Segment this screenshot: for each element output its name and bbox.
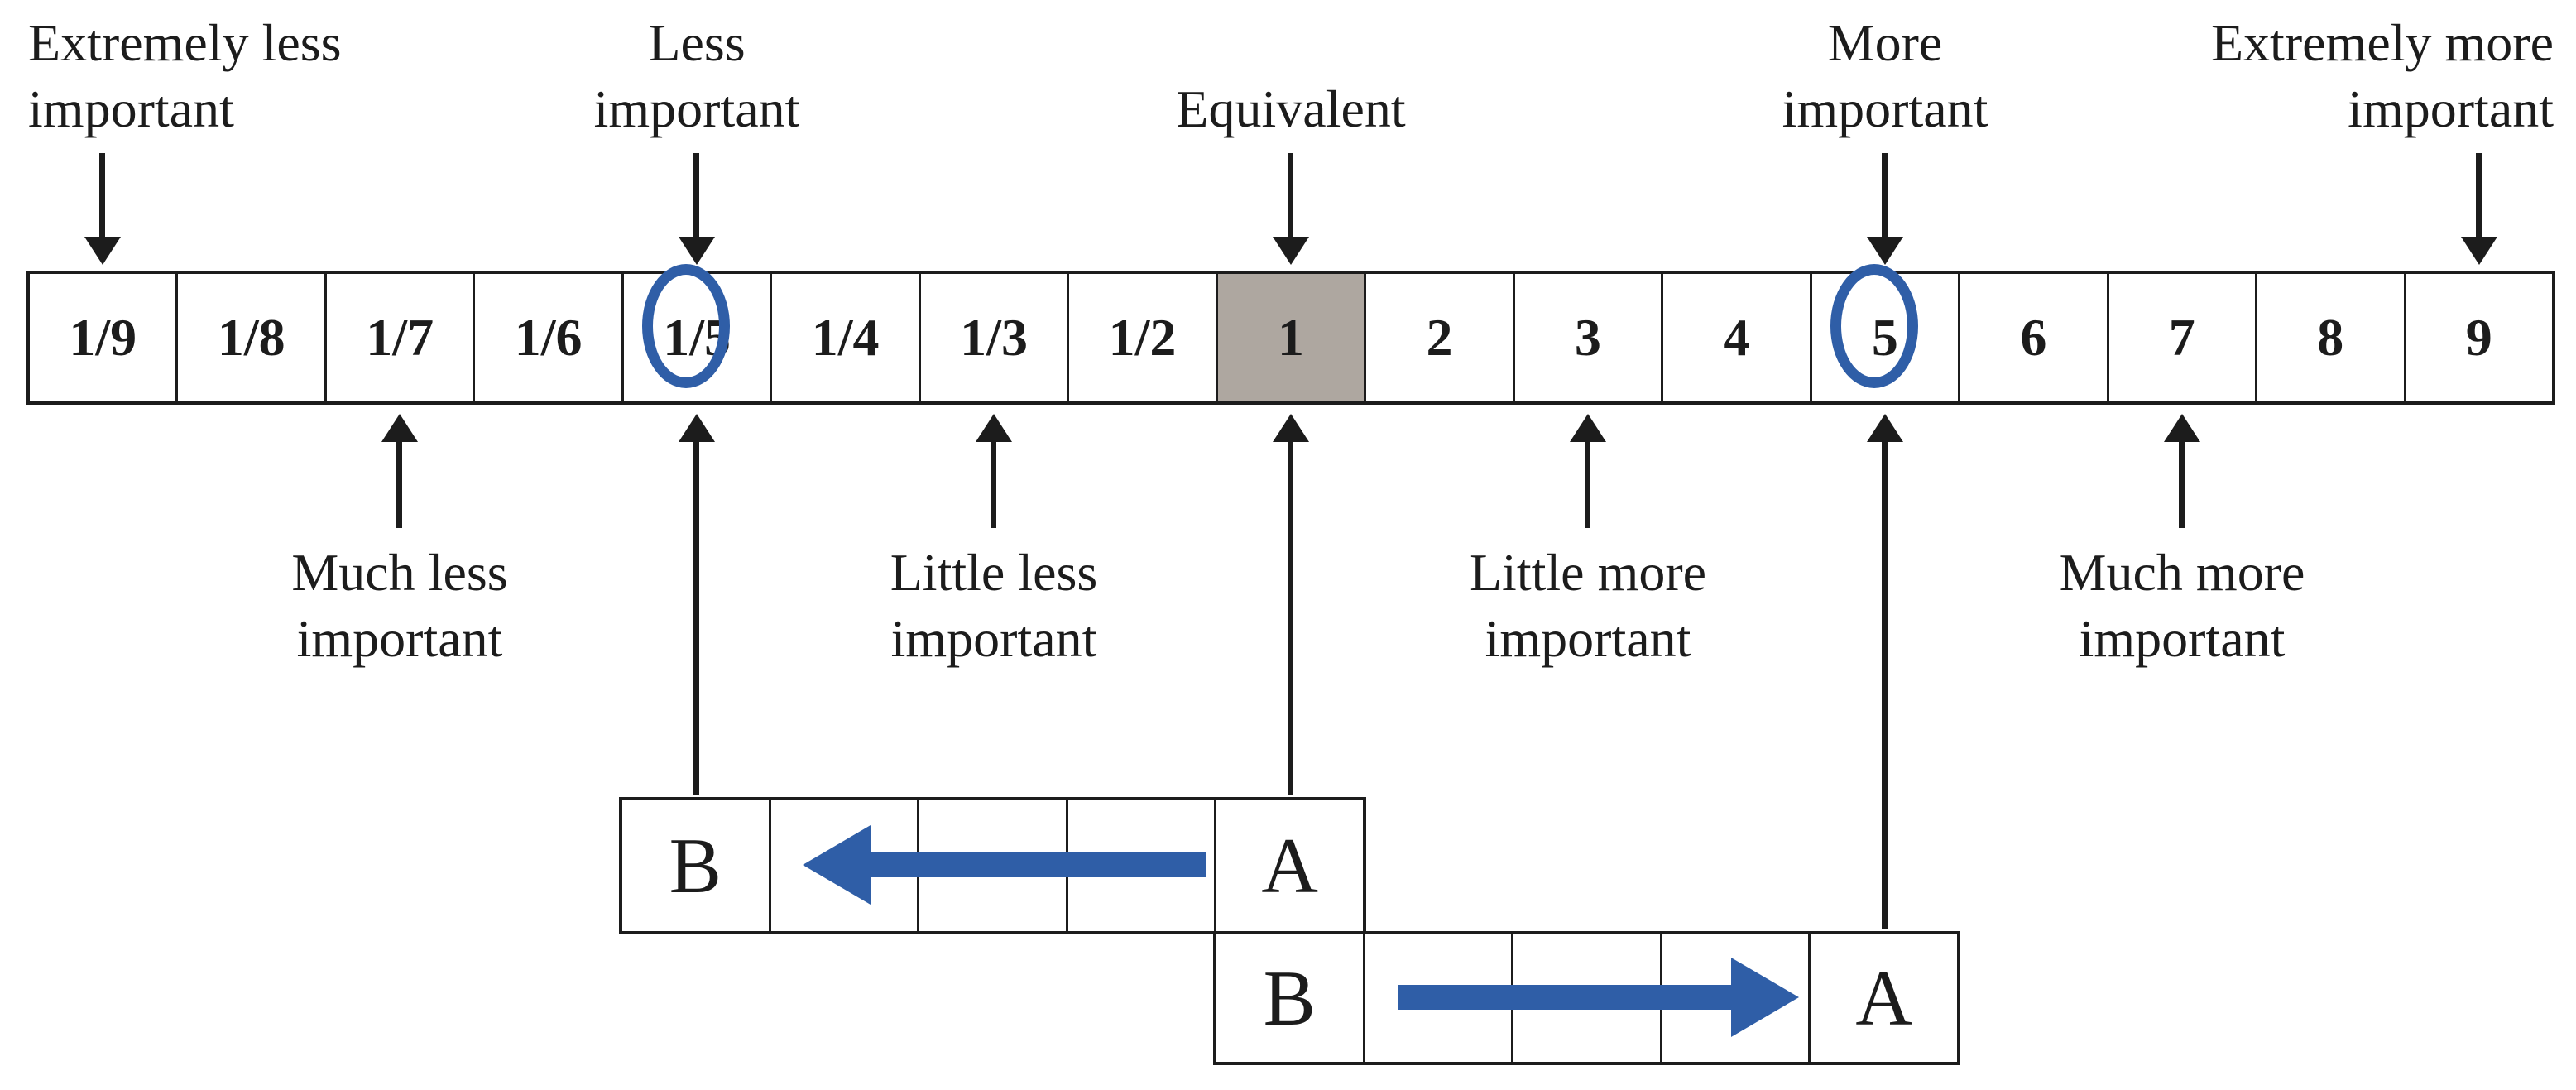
arrow-up-a-to-5-icon <box>1867 414 1903 929</box>
row1-cell-b: B <box>669 821 722 910</box>
row1-empty-cell <box>768 800 918 931</box>
label-little-more-important: Little more important <box>1406 540 1770 672</box>
scale-cell-6: 6 <box>1958 274 2106 401</box>
label-line: important <box>593 79 800 138</box>
arrow-down-to-1-9-icon <box>84 153 121 265</box>
label-line: Little less <box>890 543 1098 602</box>
label-line: Less <box>648 13 746 72</box>
comparison-row-a-less-important: B A <box>619 797 1366 934</box>
label-line: Much more <box>2059 543 2305 602</box>
scale-cell-4: 4 <box>1661 274 1809 401</box>
arrow-down-to-9-icon <box>2461 153 2497 265</box>
label-line: important <box>890 609 1097 668</box>
arrow-down-to-1-icon <box>1273 153 1309 265</box>
label-line: Extremely more <box>2210 13 2554 72</box>
row1-cell-a-shaded: A <box>1214 800 1363 931</box>
label-extremely-less-important: Extremely less important <box>28 10 442 142</box>
scale-cell-1-8: 1/8 <box>175 274 324 401</box>
label-line: important <box>1782 79 1988 138</box>
label-line: Much less <box>291 543 508 602</box>
rating-scale-row: 1/9 1/8 1/7 1/6 1/5 1/4 1/3 1/2 1 2 3 4 … <box>26 271 2555 405</box>
scale-cell-7: 7 <box>2106 274 2255 401</box>
label-line: important <box>296 609 503 668</box>
selection-circle-5 <box>1830 264 1918 388</box>
blue-arrow-right-icon <box>1216 934 1957 1062</box>
scale-cell-1-4: 1/4 <box>770 274 918 401</box>
scale-cell-1-2: 1/2 <box>1067 274 1215 401</box>
label-line: Little more <box>1469 543 1707 602</box>
label-equivalent: Equivalent <box>1117 76 1465 142</box>
scale-cell-1-3: 1/3 <box>918 274 1067 401</box>
scale-cell-9: 9 <box>2403 274 2552 401</box>
arrow-down-to-1-5-icon <box>679 153 715 265</box>
label-line: important <box>2348 79 2554 138</box>
row2-empty-cell <box>1362 934 1512 1062</box>
label-little-less-important: Little less important <box>812 540 1176 672</box>
row2-cell-b-shaded: B <box>1263 953 1316 1042</box>
arrow-up-b-to-1-5-icon <box>679 414 715 795</box>
scale-cell-1-7: 1/7 <box>324 274 473 401</box>
row2-cell-a: A <box>1808 934 1957 1062</box>
arrow-up-to-1-3-icon <box>976 414 1012 528</box>
label-much-less-important: Much less important <box>218 540 582 672</box>
arrow-down-to-5-icon <box>1867 153 1903 265</box>
scale-cell-8: 8 <box>2255 274 2403 401</box>
arrow-up-to-7-icon <box>2164 414 2200 528</box>
arrow-up-to-3-icon <box>1570 414 1606 528</box>
label-line: important <box>1485 609 1691 668</box>
label-much-more-important: Much more important <box>2000 540 2364 672</box>
blue-arrow-left-icon <box>622 800 1363 931</box>
scale-cell-1-9: 1/9 <box>69 308 137 367</box>
label-line: important <box>2079 609 2286 668</box>
comparison-row-a-more-important: B A <box>1213 931 1960 1065</box>
scale-cell-1-6: 1/6 <box>473 274 621 401</box>
label-less-important: Less important <box>523 10 871 142</box>
arrow-up-to-1-7-icon <box>381 414 418 528</box>
scale-cell-1-highlighted: 1 <box>1215 274 1365 401</box>
scale-cell-2: 2 <box>1364 274 1512 401</box>
label-more-important: More important <box>1711 10 2059 142</box>
label-extremely-more-important: Extremely more important <box>2140 10 2554 142</box>
label-line: Equivalent <box>1176 79 1406 138</box>
scale-cell-3: 3 <box>1512 274 1661 401</box>
selection-circle-1-5 <box>642 264 730 388</box>
label-line: important <box>28 79 234 138</box>
label-line: Extremely less <box>28 13 342 72</box>
label-line: More <box>1827 13 1943 72</box>
arrow-up-a-to-1-icon <box>1273 414 1309 795</box>
